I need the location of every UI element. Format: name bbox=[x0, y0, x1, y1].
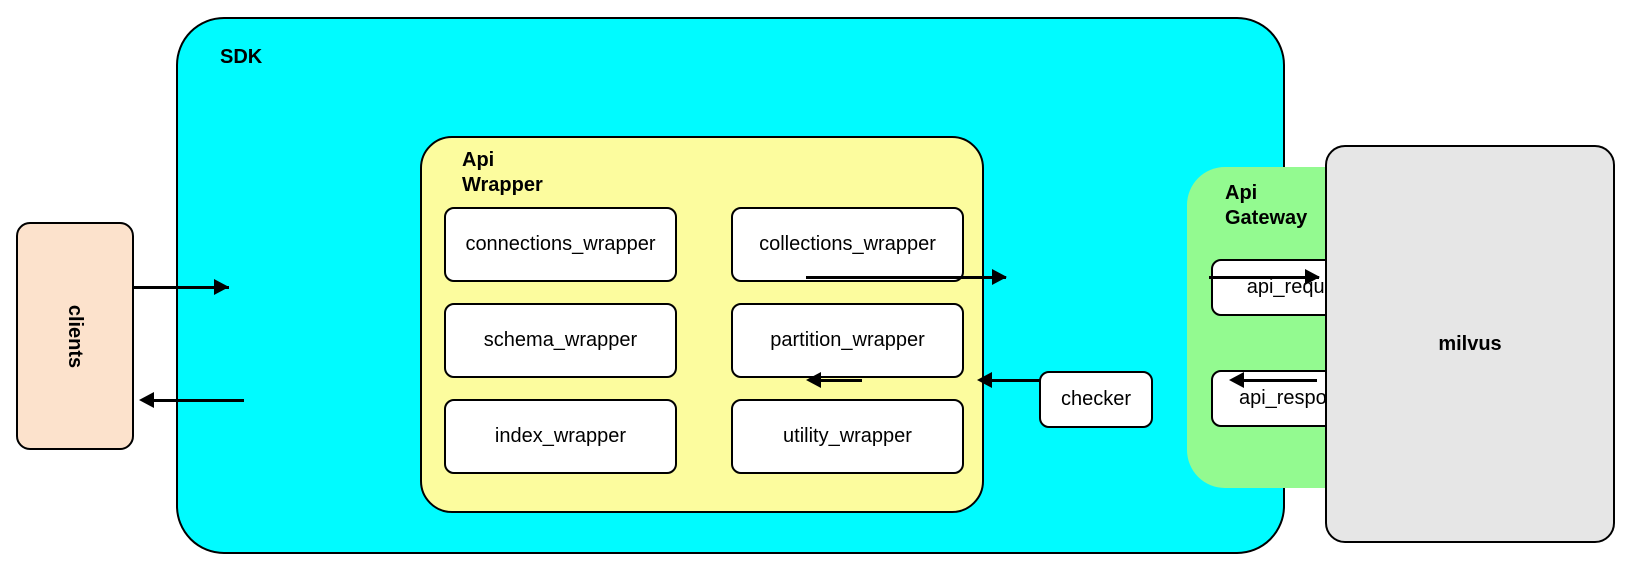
node-milvus[interactable]: milvus bbox=[1325, 145, 1615, 543]
node-milvus-label: milvus bbox=[1438, 332, 1502, 355]
group-api-gateway-label: Api Gateway bbox=[1225, 182, 1308, 229]
edge-checker-to-api-wrapper bbox=[818, 379, 862, 382]
arrowhead-left-icon bbox=[806, 372, 821, 388]
arrowhead-left-icon bbox=[1229, 372, 1244, 388]
node-partition-wrapper[interactable]: partition_wrapper bbox=[731, 303, 964, 378]
arrowhead-left-icon bbox=[139, 392, 154, 408]
node-connections-wrapper-label: connections_wrapper bbox=[465, 233, 656, 255]
edge-api-wrapper-to-api-gateway bbox=[806, 276, 1006, 279]
node-collections-wrapper[interactable]: collections_wrapper bbox=[731, 207, 964, 282]
node-clients-label: clients bbox=[64, 304, 87, 368]
edge-api-wrapper-to-clients bbox=[150, 399, 244, 402]
node-index-wrapper[interactable]: index_wrapper bbox=[444, 399, 677, 474]
node-partition-wrapper-label: partition_wrapper bbox=[770, 329, 925, 351]
node-checker[interactable]: checker bbox=[1039, 371, 1153, 428]
arrowhead-right-icon bbox=[992, 269, 1007, 285]
group-sdk[interactable]: SDK Api Wrapper connections_wrapper coll… bbox=[176, 17, 1417, 554]
arrowhead-right-icon bbox=[1305, 269, 1320, 285]
group-api-wrapper[interactable]: Api Wrapper connections_wrapper collecti… bbox=[420, 136, 984, 513]
edge-clients-to-api-wrapper bbox=[134, 286, 229, 289]
group-sdk-label: SDK bbox=[220, 46, 263, 68]
edge-milvus-to-api-response bbox=[1241, 379, 1317, 382]
node-checker-label: checker bbox=[1060, 388, 1132, 410]
group-api-wrapper-label: Api Wrapper bbox=[462, 149, 543, 196]
node-utility-wrapper-label: utility_wrapper bbox=[783, 425, 912, 447]
arrowhead-left-icon bbox=[977, 372, 992, 388]
node-schema-wrapper[interactable]: schema_wrapper bbox=[444, 303, 677, 378]
arrowhead-right-icon bbox=[214, 279, 229, 295]
edge-api-request-to-milvus bbox=[1209, 276, 1319, 279]
node-index-wrapper-label: index_wrapper bbox=[494, 425, 627, 447]
edge-api-response-to-checker bbox=[989, 379, 1041, 382]
node-schema-wrapper-label: schema_wrapper bbox=[483, 329, 638, 351]
node-connections-wrapper[interactable]: connections_wrapper bbox=[444, 207, 677, 282]
node-utility-wrapper[interactable]: utility_wrapper bbox=[731, 399, 964, 474]
node-collections-wrapper-label: collections_wrapper bbox=[759, 233, 936, 255]
node-clients[interactable]: clients bbox=[16, 222, 134, 450]
